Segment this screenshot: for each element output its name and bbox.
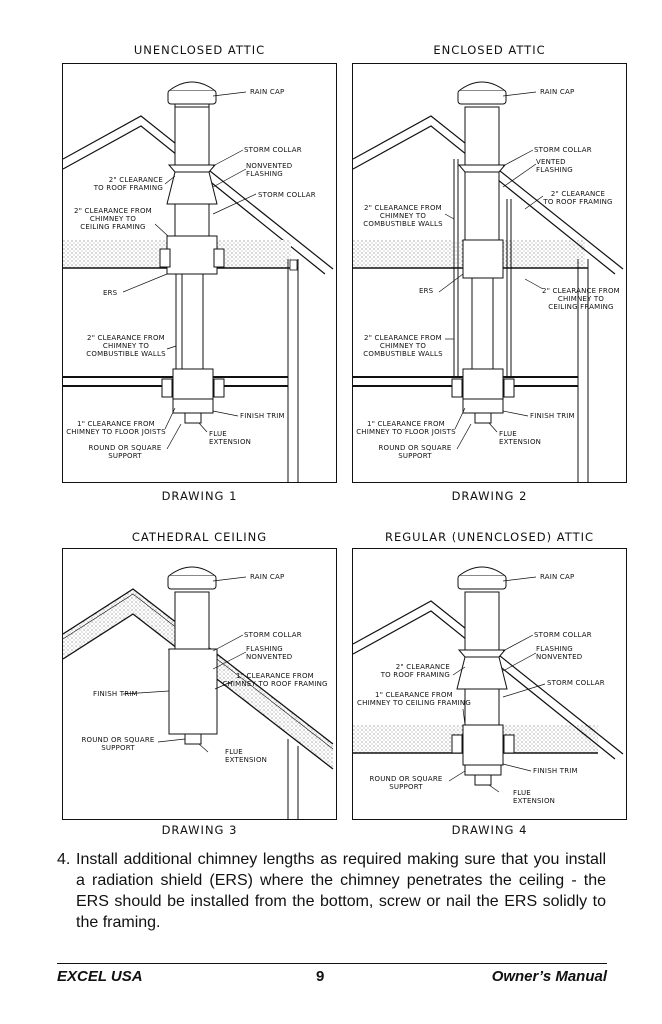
label-roof-clearance: 2" CLEARANCE TO ROOF FRAMING [93, 176, 163, 192]
instruction-text: Install additional chimney lengths as re… [76, 851, 606, 931]
label-flashing-nonvented: FLASHING NONVENTED [536, 645, 583, 661]
drawing-1-panel: RAIN CAP STORM COLLAR NONVENTED FLASHING… [62, 63, 337, 483]
label-support: ROUND OR SQUARE SUPPORT [369, 775, 443, 791]
label-flue-extension: FLUE EXTENSION [225, 748, 268, 764]
footer-rule [57, 963, 607, 964]
label-rain-cap: RAIN CAP [250, 88, 285, 96]
label-storm-collar: STORM COLLAR [244, 631, 302, 639]
label-roof-clearance: 1" CLEARANCE FROM CHIMNEY TO ROOF FRAMIN… [222, 672, 328, 688]
label-support: ROUND OR SQUARE SUPPORT [88, 444, 162, 460]
label-flashing-nonvented: FLASHING NONVENTED [246, 645, 293, 661]
label-rain-cap: RAIN CAP [250, 573, 285, 581]
drawing-3-title: CATHEDRAL CEILING [131, 530, 268, 544]
drawing-2-illustration [353, 81, 624, 482]
drawing-1-illustration [63, 81, 334, 482]
instruction-number: 4. [57, 851, 71, 868]
drawing-3-illustration [63, 566, 334, 819]
drawing-1-caption: DRAWING 1 [161, 489, 238, 503]
label-flue-extension: FLUE EXTENSION [513, 789, 556, 805]
label-flue-extension: FLUE EXTENSION [499, 430, 542, 446]
label-roof-clearance: 2" CLEARANCE TO ROOF FRAMING [380, 663, 450, 679]
footer-manual-title: Owner’s Manual [491, 968, 607, 985]
label-roof-clearance: 2" CLEARANCE TO ROOF FRAMING [543, 190, 613, 206]
label-storm-collar-lower: STORM COLLAR [258, 191, 316, 199]
label-ers: ERS [103, 289, 118, 297]
label-finish-trim: FINISH TRIM [93, 690, 138, 698]
label-finish-trim: FINISH TRIM [240, 412, 285, 420]
drawing-3-panel: RAIN CAP STORM COLLAR FLASHING NONVENTED… [62, 548, 337, 820]
label-ceiling-clearance: 2" CLEARANCE FROM CHIMNEY TO CEILING FRA… [74, 207, 152, 231]
footer-brand: EXCEL USA [57, 968, 143, 985]
label-storm-collar-lower: STORM COLLAR [547, 679, 605, 687]
drawing-4-illustration [353, 566, 624, 793]
drawing-4-caption: DRAWING 4 [451, 823, 528, 837]
label-vented-flashing: VENTED FLASHING [536, 158, 573, 174]
label-floor-clearance: 1" CLEARANCE FROM CHIMNEY TO FLOOR JOIST… [356, 420, 456, 436]
label-ers: ERS [419, 287, 434, 295]
label-rain-cap: RAIN CAP [540, 573, 575, 581]
label-wall-clearance-upper: 2" CLEARANCE FROM CHIMNEY TO COMBUSTIBLE… [363, 204, 443, 228]
drawing-4-title: REGULAR (UNENCLOSED) ATTIC [384, 530, 595, 544]
label-ceiling-clearance: 1" CLEARANCE FROM CHIMNEY TO CEILING FRA… [356, 691, 471, 707]
label-finish-trim: FINISH TRIM [533, 767, 578, 775]
drawing-2-title: ENCLOSED ATTIC [433, 43, 546, 57]
label-flue-extension: FLUE EXTENSION [209, 430, 252, 446]
drawing-1-title: UNENCLOSED ATTIC [133, 43, 266, 57]
label-wall-clearance: 2" CLEARANCE FROM CHIMNEY TO COMBUSTIBLE… [86, 334, 166, 358]
label-support: ROUND OR SQUARE SUPPORT [378, 444, 452, 460]
label-storm-collar: STORM COLLAR [534, 146, 592, 154]
footer-page-number: 9 [316, 968, 325, 985]
label-rain-cap: RAIN CAP [540, 88, 575, 96]
drawing-4-panel: RAIN CAP STORM COLLAR FLASHING NONVENTED… [352, 548, 627, 820]
label-ceiling-clearance: 2" CLEARANCE FROM CHIMNEY TO CEILING FRA… [542, 287, 620, 311]
label-wall-clearance-lower: 2" CLEARANCE FROM CHIMNEY TO COMBUSTIBLE… [363, 334, 443, 358]
label-finish-trim: FINISH TRIM [530, 412, 575, 420]
label-nonvented-flashing: NONVENTED FLASHING [246, 162, 293, 178]
label-storm-collar: STORM COLLAR [244, 146, 302, 154]
label-support: ROUND OR SQUARE SUPPORT [81, 736, 155, 752]
drawing-3-caption: DRAWING 3 [161, 823, 238, 837]
drawing-2-caption: DRAWING 2 [451, 489, 528, 503]
label-storm-collar: STORM COLLAR [534, 631, 592, 639]
label-floor-clearance: 1" CLEARANCE FROM CHIMNEY TO FLOOR JOIST… [66, 420, 166, 436]
drawing-2-panel: RAIN CAP STORM COLLAR VENTED FLASHING 2"… [352, 63, 627, 483]
